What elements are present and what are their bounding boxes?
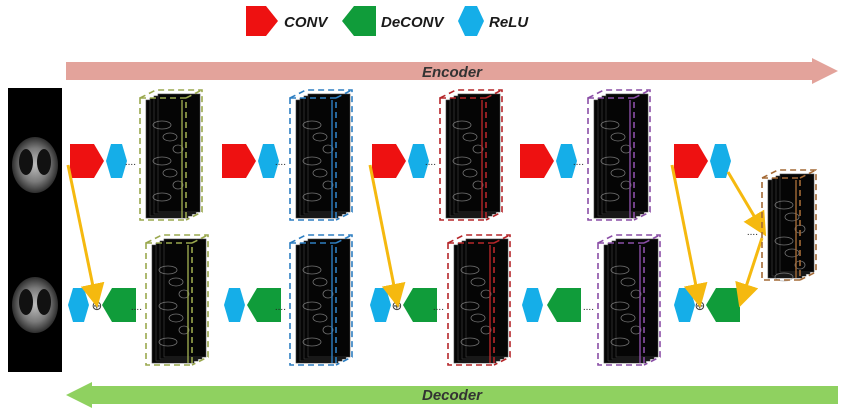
deconv-block [102, 288, 136, 322]
relu-block [556, 144, 577, 178]
deconv-block [247, 288, 281, 322]
relu-block [224, 288, 245, 322]
bottleneck-feature-map: .... [747, 169, 817, 282]
encoder-arrow [66, 58, 838, 84]
relu-block [370, 288, 391, 322]
relu-block [408, 144, 429, 178]
deconv-block [706, 288, 740, 322]
conv-block [520, 144, 554, 178]
encoder-feature-map: .... [275, 89, 353, 221]
skip-arrow [670, 164, 708, 308]
relu-legend-label: ReLU [489, 14, 529, 31]
ellipsis-dots: .... [275, 157, 286, 168]
conv-legend-label: CONV [284, 14, 329, 31]
decoder-feature-map: .... [433, 234, 511, 366]
relu-block [258, 144, 279, 178]
bottleneck-in-arrow [726, 171, 767, 237]
relu-block [522, 288, 543, 322]
sum-icon: ⊕ [92, 298, 103, 313]
ellipsis-dots: .... [131, 302, 142, 313]
output-ct-image [8, 232, 62, 372]
ellipsis-dots: .... [275, 302, 286, 313]
encoder-label: Encoder [422, 64, 483, 81]
skip-arrow [368, 164, 406, 308]
skip-connections [66, 164, 767, 308]
ellipsis-dots: .... [433, 302, 444, 313]
decoder-feature-map: .... [275, 234, 353, 366]
encoder-feature-map: .... [125, 89, 203, 221]
relu-block [674, 288, 695, 322]
encoder-operators [70, 144, 731, 178]
conv-block [70, 144, 104, 178]
ellipsis-dots: .... [573, 157, 584, 168]
deconv-block [403, 288, 437, 322]
relu-block [106, 144, 127, 178]
decoder-feature-map: .... [131, 234, 209, 366]
encoder-band: Encoder [66, 58, 838, 84]
relu-legend-icon [458, 6, 484, 36]
skip-arrow [66, 164, 105, 308]
ellipsis-dots: .... [747, 227, 758, 238]
conv-block [674, 144, 708, 178]
ellipsis-dots: .... [125, 157, 136, 168]
deconv-legend-icon [342, 6, 376, 36]
input-ct-image [8, 88, 62, 238]
conv-block [372, 144, 406, 178]
legend: CONV DeCONV ReLU [246, 6, 529, 36]
encoder-feature-map: .... [425, 89, 503, 221]
decoder-band: Decoder [66, 382, 838, 408]
feature-map-stacks: .................................... [125, 89, 817, 366]
sum-icon: ⊕ [695, 298, 706, 313]
conv-legend-icon [246, 6, 278, 36]
decoder-feature-map: .... [583, 234, 661, 366]
deconv-block [547, 288, 581, 322]
bottleneck-out-arrow [735, 237, 764, 308]
decoder-label: Decoder [422, 387, 483, 404]
relu-block [68, 288, 89, 322]
sum-icon: ⊕ [392, 298, 403, 313]
ellipsis-dots: .... [583, 302, 594, 313]
encoder-feature-map: .... [573, 89, 651, 221]
conv-block [222, 144, 256, 178]
ellipsis-dots: .... [425, 157, 436, 168]
relu-block [710, 144, 731, 178]
decoder-arrow [66, 382, 838, 408]
deconv-legend-label: DeCONV [381, 14, 446, 31]
